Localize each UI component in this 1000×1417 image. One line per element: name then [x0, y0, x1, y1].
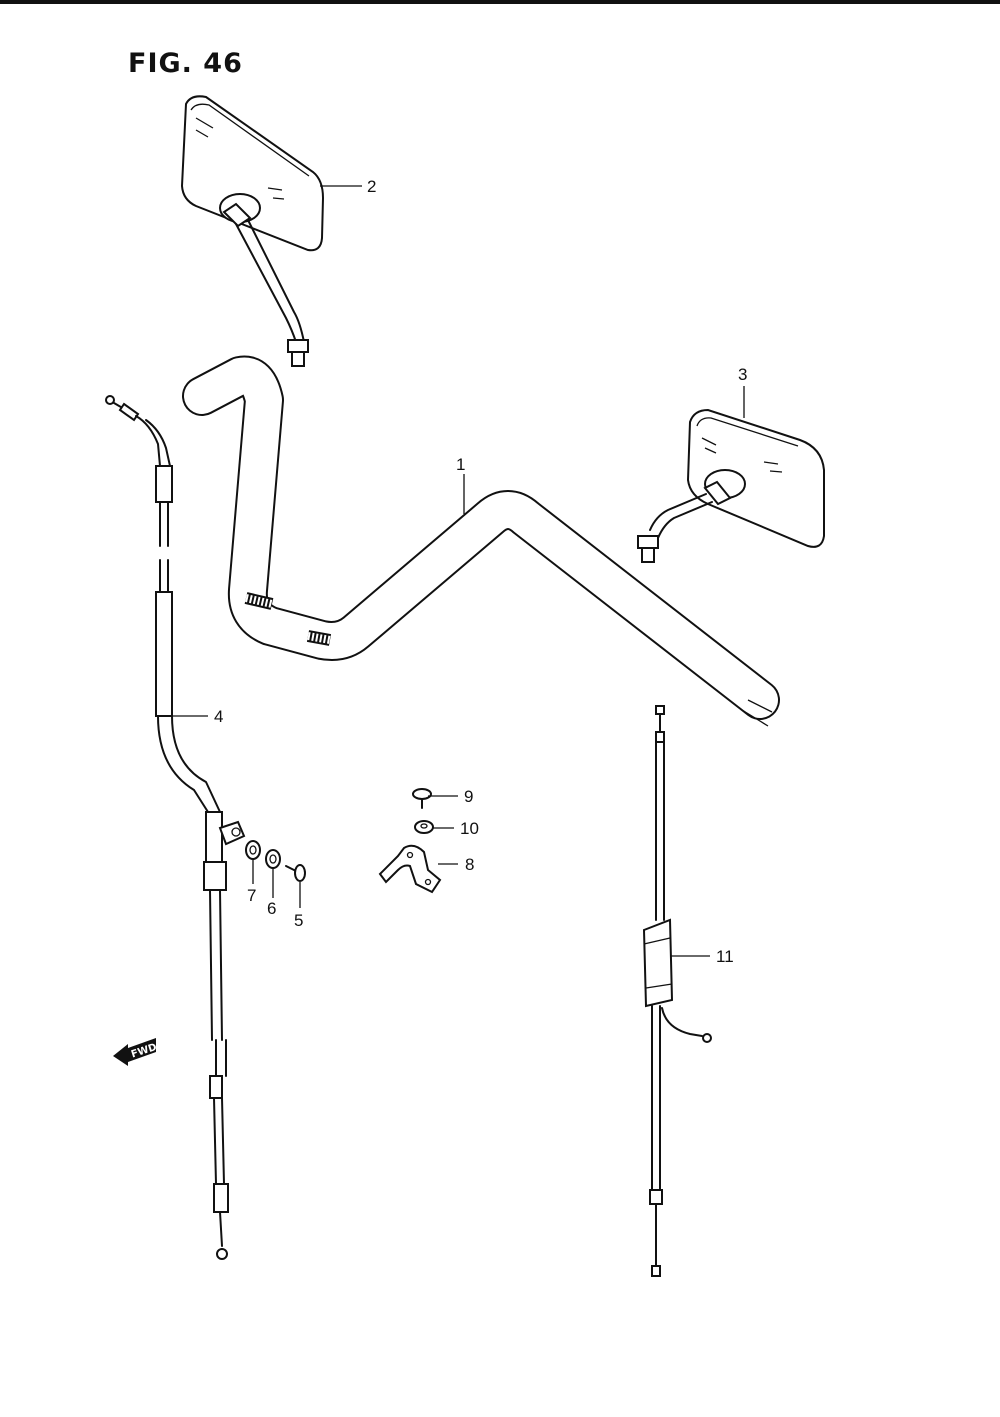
callout-4: 4 — [214, 707, 223, 726]
clamp-part-8[interactable] — [378, 844, 442, 894]
right-mirror[interactable] — [637, 408, 825, 563]
callout-labels: 1 2 3 4 5 6 7 8 9 10 11 — [214, 177, 747, 966]
left-mirror[interactable] — [180, 95, 325, 367]
callout-1: 1 — [456, 455, 465, 474]
figure-title: FIG. 46 — [128, 48, 243, 79]
washer-part-7[interactable] — [245, 840, 261, 860]
leader-lines — [172, 185, 745, 957]
callout-10: 10 — [460, 819, 479, 838]
callout-7: 7 — [247, 886, 256, 905]
screw-part-9[interactable] — [412, 788, 432, 809]
forward-direction-badge: FWD — [113, 1038, 158, 1066]
callout-9: 9 — [464, 787, 473, 806]
callout-3: 3 — [738, 365, 747, 384]
lock-washer-part-6[interactable] — [265, 849, 281, 869]
nut-part-10[interactable] — [414, 820, 434, 834]
fwd-label: FWD — [130, 1042, 158, 1061]
callout-6: 6 — [267, 899, 276, 918]
callout-8: 8 — [465, 855, 474, 874]
callout-2: 2 — [367, 177, 376, 196]
callout-5: 5 — [294, 911, 303, 930]
screw-part-5[interactable] — [285, 864, 306, 882]
handlebar[interactable] — [182, 355, 780, 727]
throttle-cable[interactable] — [105, 395, 246, 1260]
starter-cable[interactable] — [642, 705, 712, 1277]
page-top-border — [0, 0, 1000, 4]
callout-11: 11 — [716, 947, 734, 966]
